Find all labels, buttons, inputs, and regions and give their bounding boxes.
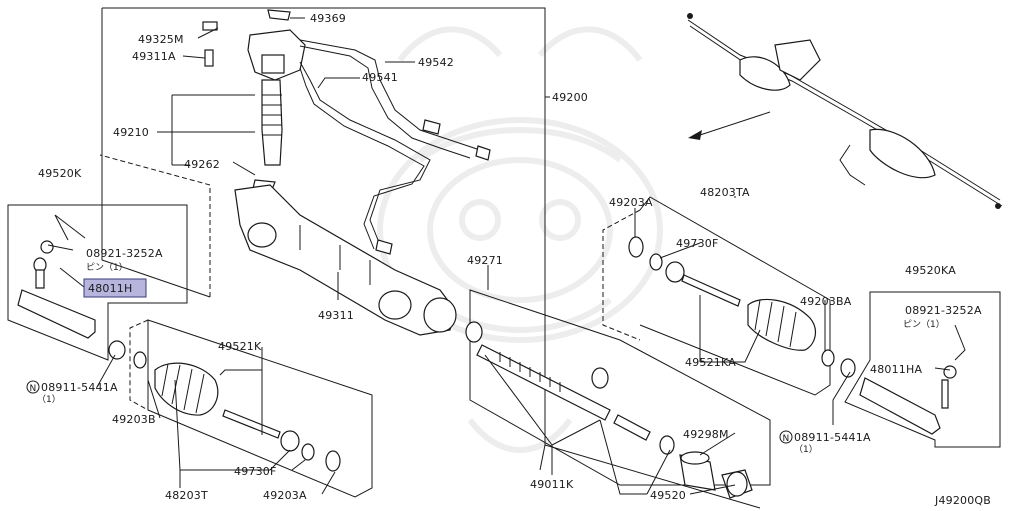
main-assembly-frame xyxy=(99,7,761,509)
box-49271 xyxy=(469,289,771,486)
label-49520: 49520 xyxy=(650,489,686,502)
part-labels: 49369 49325M 49311A 49542 49541 49210 49… xyxy=(26,12,991,507)
label-49311a: 49311A xyxy=(132,50,176,63)
label-49520k: 49520K xyxy=(38,167,82,180)
n-badge-left: N xyxy=(26,380,40,394)
label-49521k: 49521K xyxy=(218,340,262,353)
valve-body xyxy=(202,9,306,81)
label-49369: 49369 xyxy=(310,12,346,25)
label-49730f-bot: 49730F xyxy=(234,465,277,478)
label-49521ka: 49521KA xyxy=(685,356,736,369)
inner-tie-rod-right xyxy=(628,236,741,307)
label-08911-5441a-right: 08911-5441A xyxy=(794,431,871,444)
label-08921-3252a-right: 08921-3252A xyxy=(905,304,982,317)
pinion-shaft xyxy=(251,79,283,196)
outer-tie-rod-left xyxy=(17,240,147,369)
label-pin-left: ピン（1） xyxy=(86,262,128,273)
highlight-48011h xyxy=(83,278,147,298)
outer-tie-rod-right xyxy=(840,358,957,435)
assembly-overview xyxy=(687,13,1003,209)
label-49203b: 49203B xyxy=(112,413,156,426)
label-49203a-top: 49203A xyxy=(609,196,653,209)
box-49520k xyxy=(7,204,188,361)
label-48011ha: 48011HA xyxy=(870,363,922,376)
rack-housing xyxy=(234,184,457,336)
svg-text:N: N xyxy=(30,384,37,394)
label-08921-3252a-left: 08921-3252A xyxy=(86,247,163,260)
label-49203ba: 49203BA xyxy=(800,295,852,308)
label-49541: 49541 xyxy=(362,71,398,84)
label-49011k: 49011K xyxy=(530,478,574,491)
label-49203a-bot: 49203A xyxy=(263,489,307,502)
box-49520ka xyxy=(844,291,1001,448)
hydraulic-lines xyxy=(299,39,491,255)
label-49520ka: 49520KA xyxy=(905,264,956,277)
label-49262: 49262 xyxy=(184,158,220,171)
boot-right xyxy=(747,298,835,367)
label-49210: 49210 xyxy=(113,126,149,139)
watermark-logo xyxy=(377,26,663,453)
svg-text:N: N xyxy=(783,434,790,444)
label-pin-right: ピン（1） xyxy=(903,319,945,330)
label-48203ta: 48203TA xyxy=(700,186,750,199)
label-49200: 49200 xyxy=(552,91,588,104)
cylinder-49298m xyxy=(679,451,716,491)
label-48011h[interactable]: 48011H xyxy=(88,282,132,295)
bushing-49520 xyxy=(721,469,753,499)
box-48203t xyxy=(129,319,373,498)
label-49298m: 49298M xyxy=(683,428,729,441)
inner-tie-rod-left xyxy=(222,409,341,472)
label-49730f-top: 49730F xyxy=(676,237,719,250)
label-49311: 49311 xyxy=(318,309,354,322)
leader-lines xyxy=(47,17,966,495)
n-badge-right: N xyxy=(779,430,793,444)
box-48203ta xyxy=(602,196,831,396)
label-qty-left: （1） xyxy=(37,394,61,405)
label-49325m: 49325M xyxy=(138,33,184,46)
label-48203t: 48203T xyxy=(165,489,208,502)
label-qty-right: （1） xyxy=(794,444,818,455)
boot-left xyxy=(154,362,219,416)
label-49271: 49271 xyxy=(467,254,503,267)
label-08911-5441a-left: 08911-5441A xyxy=(41,381,118,394)
label-49542: 49542 xyxy=(418,56,454,69)
diagram-id: J49200QB xyxy=(934,494,991,507)
rack-bar xyxy=(465,321,675,455)
